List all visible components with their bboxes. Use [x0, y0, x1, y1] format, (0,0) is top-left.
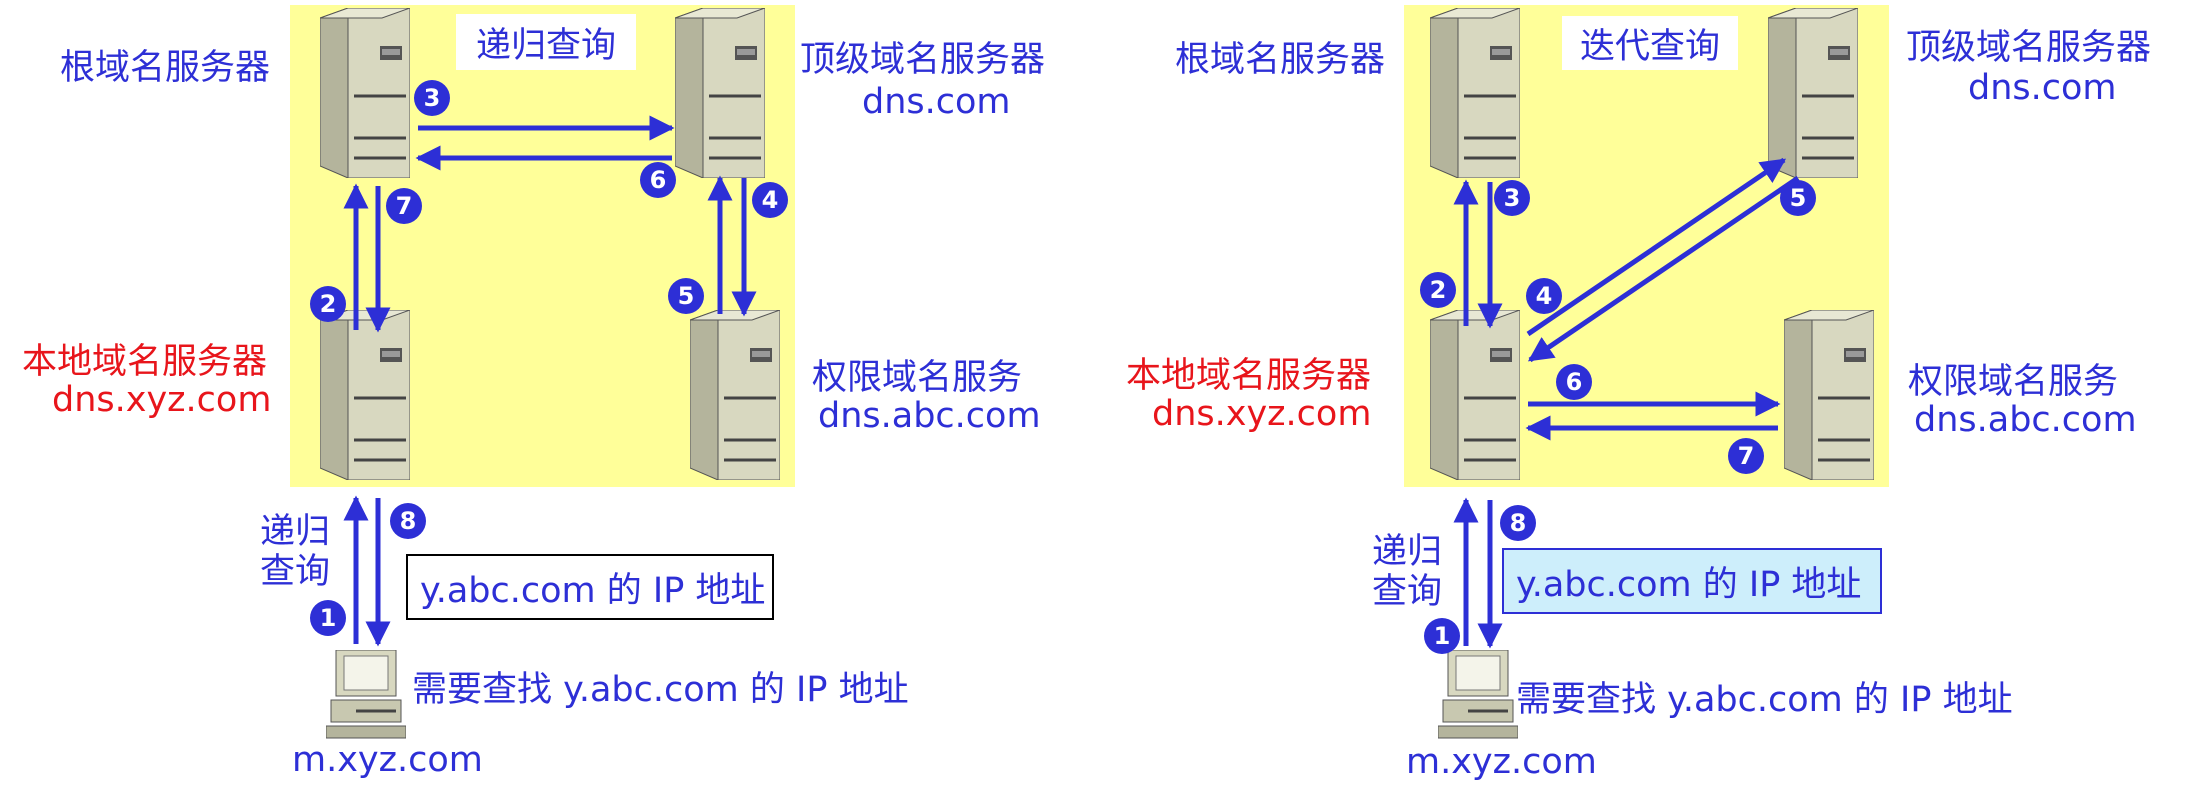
step-badge-3: 3 [1494, 180, 1530, 216]
client-domain: m.xyz.com [292, 740, 483, 780]
root-server-label: 根域名服务器 [1175, 40, 1386, 80]
client-domain: m.xyz.com [1406, 742, 1597, 782]
query-type-line1: 递归 [1372, 532, 1443, 572]
local-server-domain: dns.xyz.com [1152, 394, 1372, 434]
query-type-line1: 递归 [260, 512, 331, 552]
step-badge-7: 7 [1728, 438, 1764, 474]
step-badge-6: 6 [1556, 364, 1592, 400]
local-server-label: 本地域名服务器 [1126, 356, 1372, 396]
auth-server-domain: dns.abc.com [818, 396, 1041, 436]
answer-box: y.abc.com 的 IP 地址 [406, 554, 774, 620]
diagram-title: 迭代查询 [1562, 16, 1738, 70]
tld-server-domain: dns.com [862, 82, 1011, 122]
auth-server-label: 权限域名服务 [812, 358, 1023, 398]
step-badge-4: 4 [1526, 278, 1562, 314]
step-badge-7: 7 [386, 188, 422, 224]
local-server-label: 本地域名服务器 [22, 342, 268, 382]
step-badge-3: 3 [414, 80, 450, 116]
diagram-title: 递归查询 [456, 14, 636, 70]
client-query-text: 需要查找 y.abc.com 的 IP 地址 [412, 670, 909, 710]
auth-server-domain: dns.abc.com [1914, 400, 2137, 440]
arrow-step-5 [1527, 175, 1800, 363]
local-server-domain: dns.xyz.com [52, 380, 272, 420]
tld-server-label: 顶级域名服务器 [1906, 28, 2152, 68]
step-badge-2: 2 [310, 286, 346, 322]
step-badge-8: 8 [390, 503, 426, 539]
step-badge-4: 4 [752, 182, 788, 218]
step-badge-6: 6 [640, 162, 676, 198]
tld-server-domain: dns.com [1968, 68, 2117, 108]
step-badge-2: 2 [1420, 272, 1456, 308]
step-badge-5: 5 [1780, 180, 1816, 216]
root-server-label: 根域名服务器 [60, 48, 271, 88]
client-query-text: 需要查找 y.abc.com 的 IP 地址 [1516, 680, 2013, 720]
query-type-line2: 查询 [1372, 572, 1443, 612]
arrow-step-4 [1526, 157, 1787, 337]
arrows-layer [343, 115, 757, 647]
step-badge-1: 1 [1424, 618, 1460, 654]
auth-server-label: 权限域名服务 [1908, 362, 2119, 402]
step-badge-1: 1 [310, 600, 346, 636]
step-badge-5: 5 [668, 278, 704, 314]
step-badge-8: 8 [1500, 505, 1536, 541]
answer-box: y.abc.com 的 IP 地址 [1502, 548, 1882, 614]
query-type-line2: 查询 [260, 552, 331, 592]
tld-server-label: 顶级域名服务器 [800, 40, 1046, 80]
